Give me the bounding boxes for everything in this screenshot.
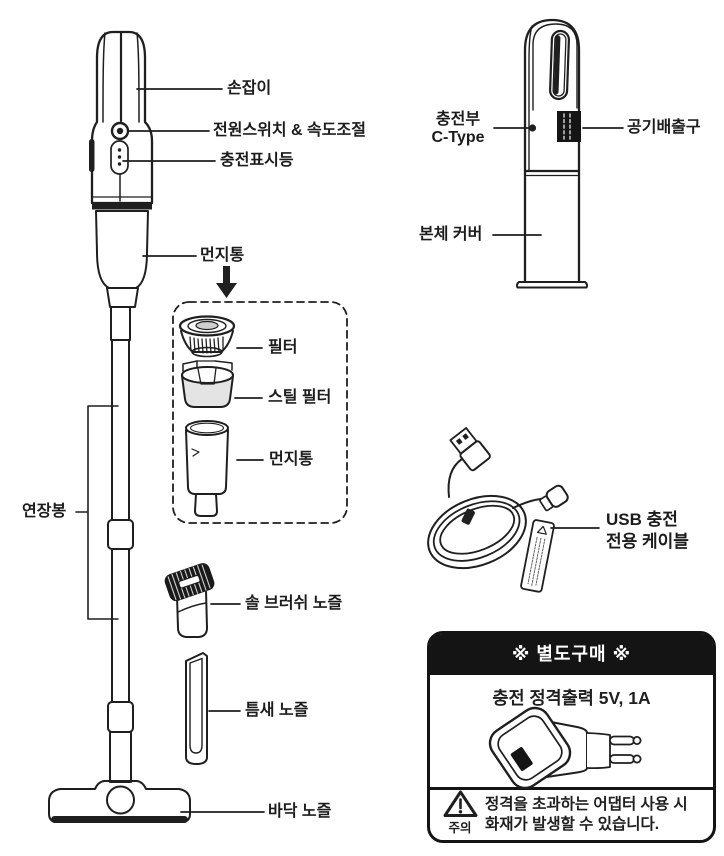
crevice-nozzle-illustration [185,652,208,765]
indicator-panel [110,140,129,175]
pole-joint-lower [107,701,134,733]
air-vent [557,111,581,142]
label-filter: 필터 [268,339,298,356]
label-brush-nozzle: 솔 브러쉬 노즐 [245,595,343,612]
label-dust-bin: 먼지통 [200,247,245,264]
separate-purchase-box: ※ 별도구매 ※ 충전 정격출력 5V, 1A 주의 정격을 초과하는 어댑터 … [427,631,716,843]
power-button [110,121,130,141]
separate-purchase-header: ※ 별도구매 ※ [430,634,713,675]
dashed-parts-box [172,301,348,524]
side-latch [89,139,95,172]
warning-text: 정격을 초과하는 어댑터 사용 시 화재가 발생할 수 있습니다. [485,795,688,834]
label-extension-rod: 연장봉 [22,503,67,520]
dust-bin-part [185,420,229,517]
caution-label: 주의 [448,821,472,835]
label-usb-cable-line1: USB 충전 [606,510,678,529]
dust-bin-shape [95,210,149,289]
label-charging-port-line2: C-Type [431,129,485,146]
label-charging-port-line1: 충전부 [435,111,481,128]
filter-part [178,315,236,358]
extension-rod-bracket [75,405,119,620]
usb-a-connector [449,427,491,472]
label-body-cover: 본체 커버 [419,226,483,243]
label-power-switch: 전원스위치 & 속도조절 [213,122,366,139]
label-charging-port: 충전부 C-Type [424,111,492,147]
label-air-outlet: 공기배출구 [627,119,701,136]
separate-purchase-header-text: ※ 별도구매 ※ [511,644,632,664]
label-handle: 손잡이 [227,80,272,97]
warning-text-line1: 정격을 초과하는 어댑터 사용 시 [485,796,688,813]
label-floor-nozzle: 바닥 노즐 [268,803,332,820]
warning-divider [430,787,713,790]
stick-vacuum-illustration [48,30,191,823]
label-usb-cable-line2: 전용 케이블 [606,532,689,551]
down-arrow-icon [216,266,237,298]
label-dust-bin-part: 먼지통 [269,451,314,468]
label-crevice-nozzle: 틈새 노즐 [245,702,309,719]
usb-cable-illustration [427,427,569,593]
floor-nozzle-shape [48,780,191,823]
steel-filter-part [181,360,234,408]
charging-spec-text: 충전 정격출력 5V, 1A [492,688,651,708]
brush-nozzle-illustration [164,563,215,638]
pole-joint-upper [107,519,134,550]
label-charge-indicator: 충전표시등 [220,152,294,169]
c-type-port-dot [528,124,537,132]
cable-warning-tag [520,519,555,593]
handheld-unit-illustration [516,18,588,289]
handle-hole [549,29,570,101]
label-steel-filter: 스틸 필터 [268,389,332,406]
label-usb-cable: USB 충전 전용 케이블 [606,509,689,553]
usb-c-connector [539,484,569,512]
warning-text-line2: 화재가 발생할 수 있습니다. [485,815,660,833]
cable-tie [461,508,475,525]
